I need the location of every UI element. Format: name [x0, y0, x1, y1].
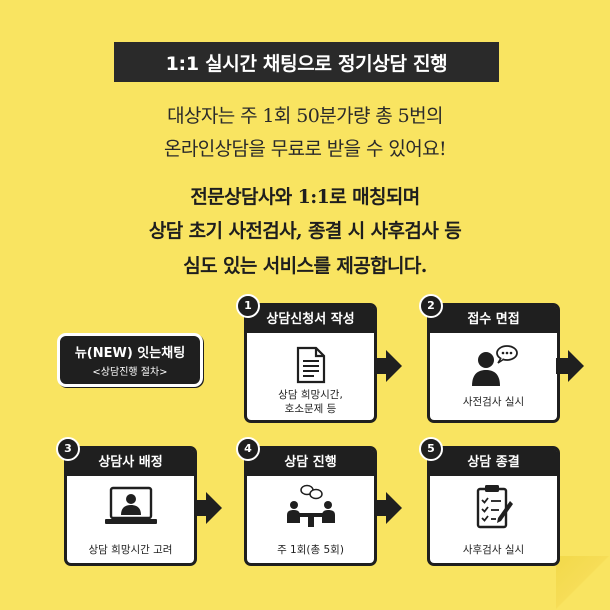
person-chat-icon	[430, 344, 557, 392]
service-line-3: 심도 있는 서비스를 제공합니다.	[183, 255, 427, 277]
arrow-right-icon	[374, 492, 402, 524]
step-number: 1	[236, 294, 260, 318]
checklist-icon	[430, 483, 557, 535]
step-caption: 사전검사 실시	[462, 396, 525, 408]
step-4-card: 4 상담 진행 주 1회(총 5회)	[236, 437, 377, 566]
step-title: 상담 종결	[430, 449, 557, 476]
step-1-card: 1 상담신청서 작성 상담 희망시간, 호소문제 등	[236, 294, 377, 423]
procedure-badge: 뉴(NEW) 잇는채팅 <상담진행 절차>	[57, 333, 203, 387]
step-caption: 상담 희망시간 고려	[88, 544, 173, 556]
step-caption-2: 호소문제 등	[284, 403, 337, 415]
step-title: 상담신청서 작성	[247, 306, 374, 333]
step-number: 3	[56, 437, 80, 461]
arrow-right-icon	[556, 350, 584, 382]
video-call-icon	[67, 485, 194, 533]
page-curl	[556, 556, 610, 610]
step-title: 접수 면접	[430, 306, 557, 333]
step-number: 5	[419, 437, 443, 461]
title-banner: 1:1 실시간 채팅으로 정기상담 진행	[114, 42, 499, 82]
step-5-card: 5 상담 종결 사후검사 실시	[419, 437, 560, 566]
badge-title: 뉴(NEW) 잇는채팅	[74, 346, 186, 361]
service-line-2: 상담 초기 사전검사, 종결 시 사후검사 등	[148, 220, 462, 242]
intro-line-2: 온라인상담을 무료로 받을 수 있어요!	[164, 138, 447, 160]
step-title: 상담사 배정	[67, 449, 194, 476]
step-3-card: 3 상담사 배정 상담 희망시간 고려	[56, 437, 197, 566]
step-2-card: 2 접수 면접 사전검사 실시	[419, 294, 560, 423]
arrow-right-icon	[194, 492, 222, 524]
step-title: 상담 진행	[247, 449, 374, 476]
intro-line-1: 대상자는 주 1회 50분가량 총 5번의	[167, 105, 443, 127]
step-number: 4	[236, 437, 260, 461]
step-caption: 주 1회(총 5회)	[277, 544, 344, 556]
arrow-right-icon	[374, 350, 402, 382]
badge-subtitle: <상담진행 절차>	[92, 367, 168, 378]
meeting-icon	[247, 483, 374, 533]
step-caption: 사후검사 실시	[462, 544, 525, 556]
step-number: 2	[419, 294, 443, 318]
step-caption: 상담 희망시간,	[278, 389, 343, 401]
document-icon	[247, 346, 374, 388]
service-line-1: 전문상담사와 1:1로 매칭되며	[190, 186, 420, 208]
